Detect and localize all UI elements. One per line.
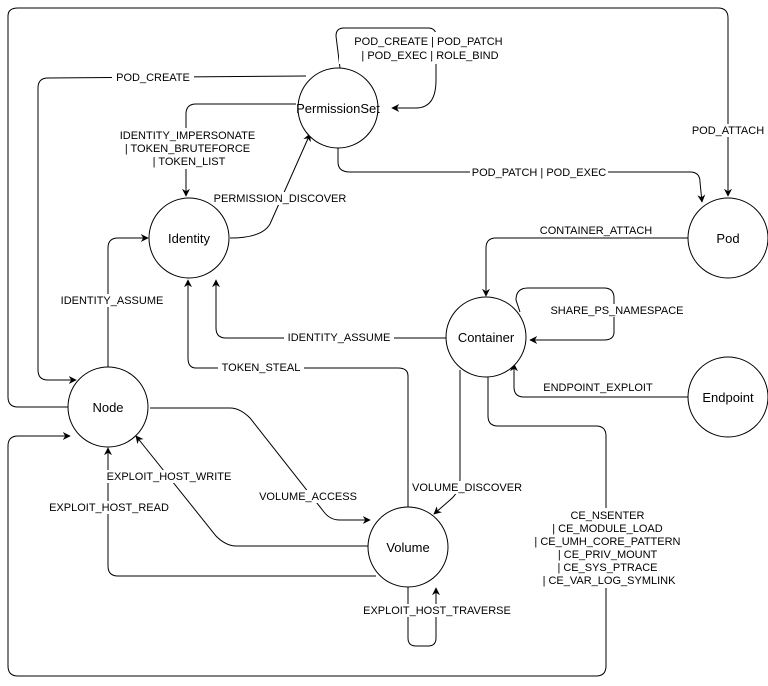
label-container-self: SHARE_PS_NAMESPACE — [550, 305, 683, 317]
node-volume-label: Volume — [386, 540, 429, 555]
edge-node-to-pod — [7, 7, 732, 408]
label-volume-to-node-write: EXPLOIT_HOST_WRITE — [107, 471, 232, 483]
label-permissionset-self: POD_CREATE | POD_PATCH | POD_EXEC | ROLE… — [354, 36, 505, 62]
edge-permissionset-to-node — [37, 75, 307, 384]
edge-container-to-identity — [212, 279, 446, 339]
label-container-to-volume: VOLUME_DISCOVER — [412, 482, 522, 494]
node-identity-circle — [148, 197, 230, 279]
edge-pod-to-container — [482, 237, 688, 297]
node-endpoint-circle — [687, 356, 768, 438]
label-permissionset-to-identity: IDENTITY_IMPERSONATE | TOKEN_BRUTEFORCE … — [120, 130, 259, 168]
edge-labels: POD_CREATE | POD_PATCH | POD_EXEC | ROLE… — [46, 32, 766, 617]
node-endpoint-label: Endpoint — [702, 390, 754, 405]
label-permissionset-to-node: POD_CREATE — [116, 72, 190, 84]
edge-permissionset-to-identity — [182, 103, 296, 197]
node-volume-circle — [367, 506, 449, 588]
label-volume-to-identity: TOKEN_STEAL — [222, 362, 301, 374]
node-container-circle — [445, 296, 527, 378]
node-endpoint: Endpoint — [687, 356, 768, 438]
edge-endpoint-to-container — [510, 363, 688, 398]
edge-container-self — [515, 287, 615, 344]
node-permissionset: PermissionSet — [296, 67, 380, 149]
label-node-to-identity: IDENTITY_ASSUME — [61, 295, 164, 307]
node-volume: Volume — [367, 506, 449, 588]
node-pod-circle — [687, 197, 768, 279]
node-node-circle — [67, 366, 149, 448]
edge-volume-self — [407, 586, 440, 647]
node-container-label: Container — [458, 330, 515, 345]
label-volume-to-node-read: EXPLOIT_HOST_READ — [49, 502, 169, 514]
node-node-label: Node — [92, 400, 123, 415]
node-pod-label: Pod — [716, 231, 739, 246]
node-permissionset-label: PermissionSet — [296, 101, 380, 116]
label-pod-to-container: CONTAINER_ATTACH — [540, 225, 653, 237]
label-endpoint-to-container: ENDPOINT_EXPLOIT — [543, 382, 653, 394]
label-volume-self: EXPLOIT_HOST_TRAVERSE — [363, 605, 511, 617]
node-container: Container — [445, 296, 527, 378]
edge-volume-to-node-read — [104, 447, 376, 577]
label-node-to-pod: POD_ATTACH — [692, 125, 764, 137]
label-container-to-node: CE_NSENTER | CE_MODULE_LOAD | CE_UMH_COR… — [534, 510, 683, 587]
edge-volume-to-node-write — [135, 435, 368, 547]
label-node-to-volume: VOLUME_ACCESS — [259, 491, 357, 503]
node-identity: Identity — [148, 197, 230, 279]
node-permissionset-circle — [297, 67, 379, 149]
edge-node-to-volume — [150, 407, 371, 524]
edge-node-to-identity — [107, 234, 149, 368]
edge-container-to-node — [7, 376, 607, 677]
label-permissionset-to-pod: POD_PATCH | POD_EXEC — [472, 167, 607, 179]
label-identity-to-permissionset: PERMISSION_DISCOVER — [214, 193, 347, 205]
node-pod: Pod — [687, 197, 768, 279]
edge-permissionset-self — [335, 27, 437, 112]
node-identity-label: Identity — [168, 231, 210, 246]
edge-identity-to-permissionset — [229, 133, 311, 239]
label-container-to-identity: IDENTITY_ASSUME — [288, 332, 391, 344]
node-node: Node — [67, 366, 149, 448]
